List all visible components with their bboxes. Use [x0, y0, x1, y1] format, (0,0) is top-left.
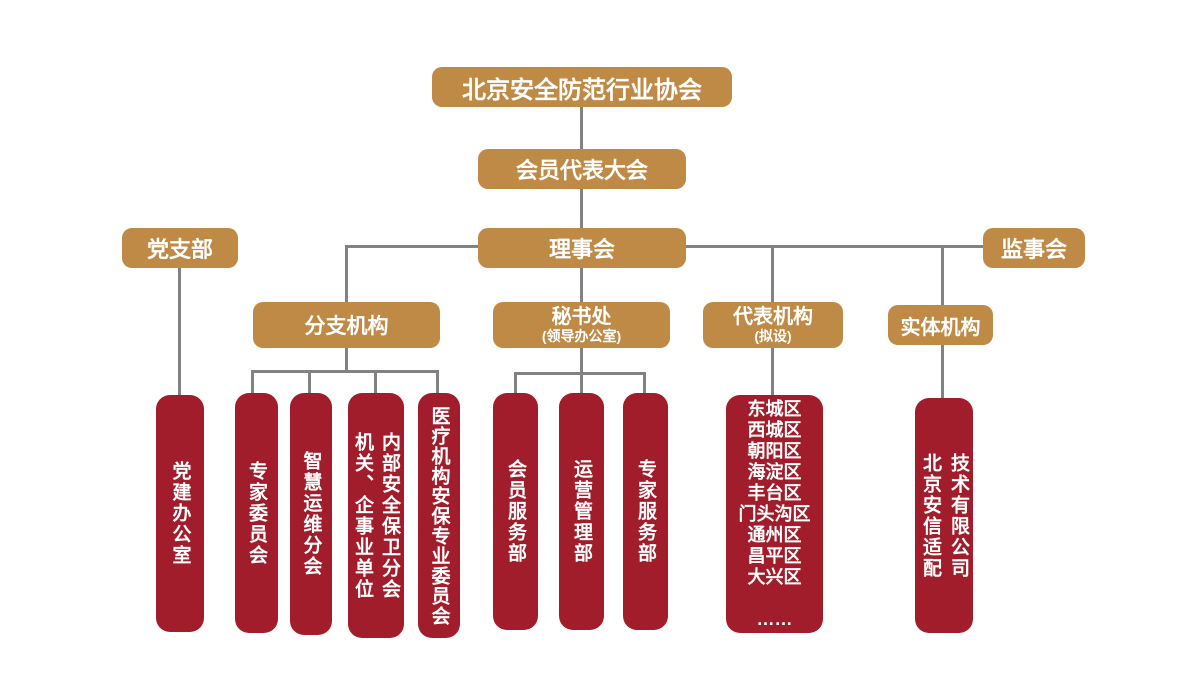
connector-council-supervisors-horizontal: [686, 245, 983, 248]
connector-council-left-horizontal: [345, 245, 478, 248]
node-member-service-dept: 会员服务部: [493, 393, 538, 630]
node-district-representatives: 东城区 西城区 朝阳区 海淀区 丰台区 门头沟区 通州区 昌平区 大兴区 ……: [726, 395, 823, 633]
expert-committee-label: 专家委员会: [246, 460, 267, 566]
connector-entity-drop: [941, 245, 944, 305]
connector-congress-council: [580, 189, 583, 228]
expert-service-dept-label: 专家服务部: [635, 459, 656, 564]
medical-security-committee-label: 医疗机构安保专业委员会: [428, 405, 450, 626]
connector-secretariat-child-3: [643, 372, 646, 393]
node-expert-committee: 专家委员会: [235, 393, 278, 633]
connector-branch-child-2: [308, 370, 311, 393]
connector-association-congress: [580, 107, 583, 149]
connector-representative-child: [771, 348, 774, 395]
representative-sublabel: (拟设): [754, 327, 792, 344]
node-representative-orgs: 代表机构 (拟设): [703, 302, 843, 348]
connector-branch-child-3: [374, 370, 377, 393]
connector-representative-drop: [771, 245, 774, 302]
connector-entity-child: [941, 345, 944, 398]
connector-secretariat-child-1: [514, 372, 517, 393]
connector-party-branch-office: [178, 268, 181, 395]
secretariat-label: 秘书处: [551, 305, 612, 328]
node-branch-orgs: 分支机构: [253, 302, 440, 348]
member-service-dept-label: 会员服务部: [505, 459, 526, 564]
node-council: 理事会: [478, 228, 686, 268]
node-member-congress: 会员代表大会: [478, 149, 686, 189]
node-association: 北京安全防范行业协会: [432, 67, 732, 107]
representative-label: 代表机构: [733, 305, 813, 328]
node-secretariat: 秘书处 (领导办公室): [493, 302, 670, 348]
connector-branch-child-1: [251, 370, 254, 393]
party-office-label: 党建办公室: [169, 461, 191, 566]
connector-branch-child-4: [436, 370, 439, 393]
node-anxin-company: 北京安信适配 技术有限公司: [915, 398, 973, 633]
smart-om-branch-label: 智慧运维分会: [300, 451, 322, 577]
node-smart-om-branch: 智慧运维分会: [290, 393, 332, 635]
connector-council-secretariat: [580, 268, 583, 302]
operation-mgmt-dept-label: 运营管理部: [571, 459, 592, 564]
node-medical-security-committee: 医疗机构安保专业委员会: [418, 393, 460, 638]
node-expert-service-dept: 专家服务部: [623, 393, 668, 630]
node-operation-mgmt-dept: 运营管理部: [559, 393, 604, 630]
node-internal-security-branch: 机关、企事业单位 内部安全保卫分会: [348, 393, 404, 638]
node-board-of-supervisors: 监事会: [983, 228, 1085, 268]
connector-branch-orgs-drop: [345, 245, 348, 302]
connector-branch-stub: [345, 348, 348, 370]
connector-secretariat-child-2: [580, 372, 583, 393]
internal-security-branch-label: 机关、企事业单位 内部安全保卫分会: [352, 431, 400, 600]
district-representatives-label: 东城区 西城区 朝阳区 海淀区 丰台区 门头沟区 通州区 昌平区 大兴区 ……: [738, 398, 811, 629]
node-entity-orgs: 实体机构: [888, 305, 993, 345]
node-party-branch: 党支部: [122, 228, 238, 268]
connector-branch-children-horizontal: [251, 370, 439, 373]
anxin-company-label: 北京安信适配 技术有限公司: [920, 452, 969, 579]
connector-secretariat-stub: [580, 348, 583, 372]
secretariat-sublabel: (领导办公室): [541, 327, 622, 344]
node-party-office: 党建办公室: [156, 395, 204, 632]
